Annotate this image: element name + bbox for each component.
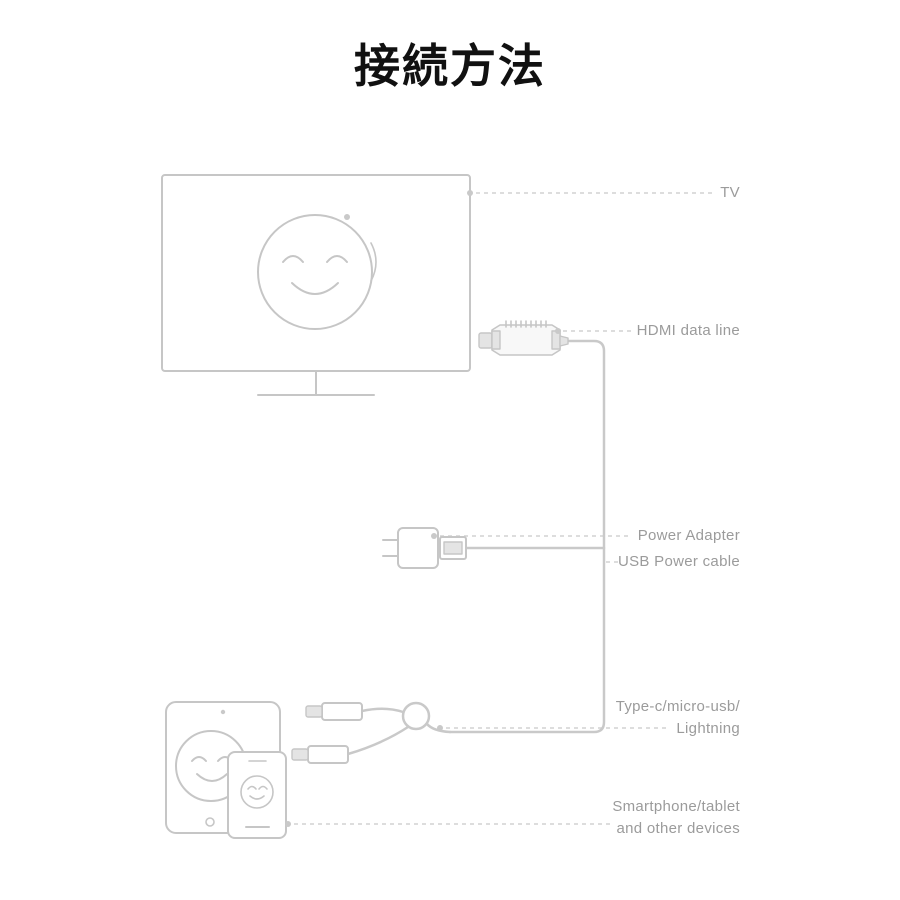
hdmi-adapter-vents <box>505 320 547 328</box>
label-devices-line2: and other devices <box>616 820 740 837</box>
lightning-plug <box>291 745 349 764</box>
tv-smiley-icon <box>257 214 377 330</box>
hdmi-adapter-illustration <box>478 320 569 356</box>
tv-illustration <box>161 174 471 396</box>
leader-dot-hdmi <box>555 328 561 334</box>
leader-dot-tv <box>467 190 473 196</box>
label-power-adapter: Power Adapter <box>637 527 740 544</box>
micro-usb-plug <box>305 702 363 721</box>
connector-3in1-illustration <box>291 701 452 764</box>
label-devices-line1: Smartphone/tablet <box>612 798 740 815</box>
label-devices: Smartphone/tablet and other devices <box>612 796 740 840</box>
hdmi-cable-path <box>448 339 606 734</box>
leader-dots <box>285 190 561 827</box>
leader-lines <box>294 192 714 825</box>
leader-dot-connector <box>437 725 443 731</box>
usb-plug-illustration <box>439 536 467 560</box>
smartphone-illustration <box>227 751 287 839</box>
leader-dot-devices <box>285 821 291 827</box>
label-hdmi-data-line: HDMI data line <box>636 322 740 339</box>
label-usb-power-cable: USB Power cable <box>617 553 740 570</box>
page-title: 接続方法 <box>354 40 546 92</box>
label-tv: TV <box>720 184 740 201</box>
label-connector-types-line1: Type-c/micro-usb/ <box>615 698 740 715</box>
leader-dot-power <box>431 533 437 539</box>
power-adapter-illustration <box>382 527 439 569</box>
smartphone-smiley-icon <box>240 775 274 809</box>
label-connector-types: Type-c/micro-usb/ Lightning <box>616 696 740 740</box>
label-connector-types-line2: Lightning <box>676 720 740 737</box>
